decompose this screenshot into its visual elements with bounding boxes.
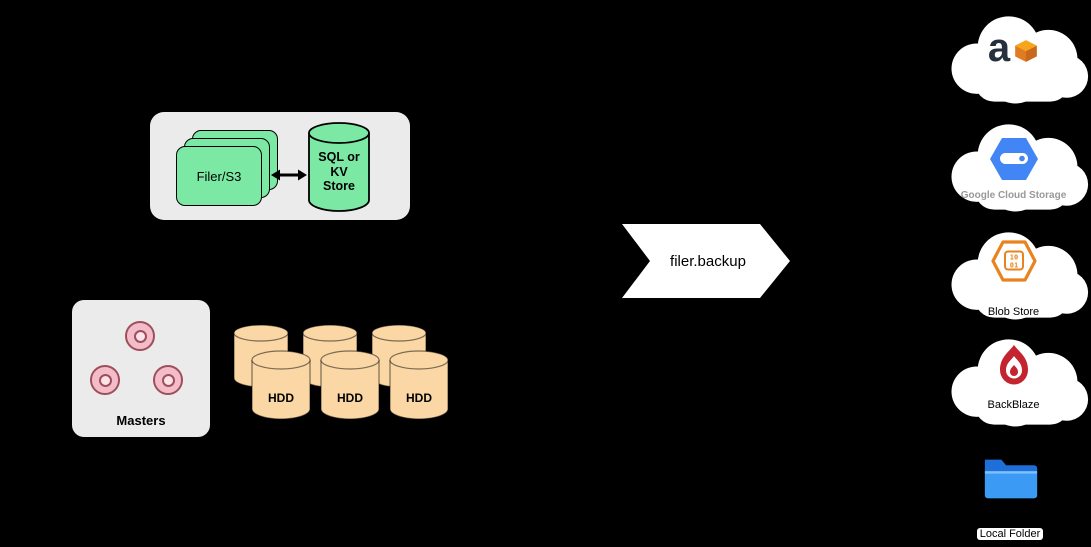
aws-cube-icon [1015,40,1037,62]
filer-node-front: Filer/S3 [176,146,262,206]
cylinder-shape [308,122,370,212]
local-folder-label: Local Folder [976,528,1044,540]
hdd-cylinder: HDD [320,350,380,420]
master-node-icon [153,365,183,395]
master-node-icon [90,365,120,395]
destination-backblaze-cloud: BackBlaze [936,331,1091,429]
blob-store-label: Blob Store [987,306,1040,318]
blob-store-icon: 10 01 [991,240,1037,282]
filer-backup-arrow: filer.backup [622,224,790,298]
master-node-icon [125,321,155,351]
hdd-label: HDD [268,391,294,406]
cloud-icon [951,339,1089,427]
bidirectional-arrow-icon [271,169,307,181]
google-cloud-storage-icon [990,138,1038,180]
hdd-cylinder: HDD [389,350,449,420]
metadata-store-label: SQL or KV Store [318,150,360,194]
local-folder-icon [984,459,1038,499]
local-folder-label-wrap: Local Folder [950,524,1070,542]
blob-icon-text-bottom: 01 [1010,262,1018,270]
step-arrow-shape [622,224,790,298]
destination-gcs-cloud: Google Cloud Storage [936,116,1091,214]
blob-icon-text-top: 10 [1010,254,1018,262]
metadata-store-cylinder: SQL or KV Store [308,122,370,212]
backblaze-flame-icon [1000,345,1028,385]
filer-label: Filer/S3 [196,168,242,184]
destination-aws-cloud: a [936,8,1091,106]
backblaze-label: BackBlaze [987,399,1040,411]
masters-label: Masters [116,413,166,428]
destination-blob-store-cloud: 10 01 Blob Store [936,224,1091,322]
filer-backup-label: filer.backup [670,252,746,270]
masters-panel: Masters [72,300,210,437]
filer-cluster-panel: Filer/S3 SQL or KV Store [150,112,410,220]
hdd-cylinder: HDD [251,350,311,420]
hdd-label: HDD [337,391,363,406]
aws-logo-icon: a [936,26,1091,70]
gcs-label: Google Cloud Storage [960,190,1067,201]
aws-letter: a [987,26,1011,70]
hdd-label: HDD [406,391,432,406]
